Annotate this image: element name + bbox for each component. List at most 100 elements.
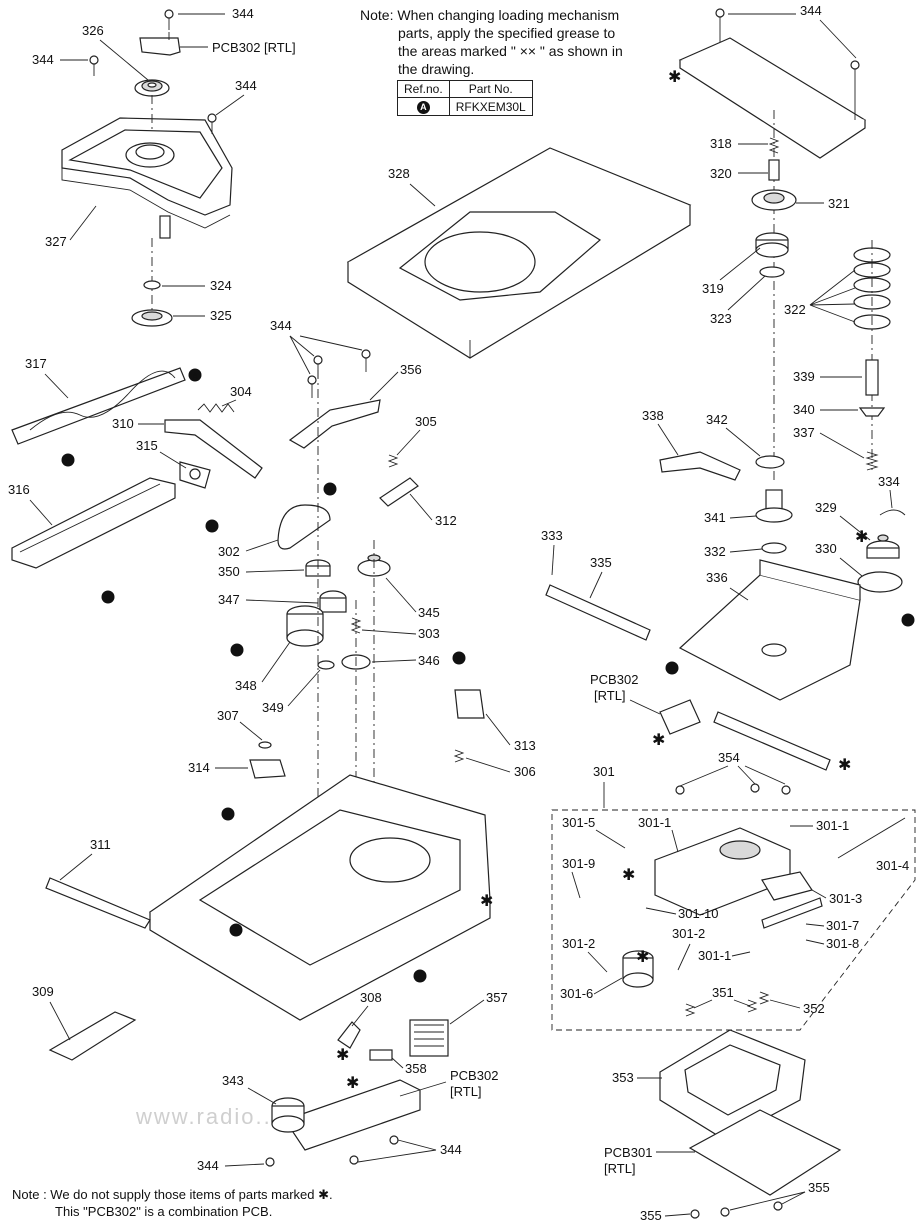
bracket-356-drawing	[288, 349, 381, 449]
asterisk-icon: ✱	[346, 1075, 359, 1092]
lever-310-drawing	[164, 419, 263, 479]
supply-footnote-line-2: This "PCB302" is a combination PCB.	[55, 1204, 273, 1219]
grease-mark-a-icon: A	[665, 661, 679, 675]
label-318: 318	[710, 136, 732, 151]
label-304: 304	[230, 384, 252, 399]
motor-343-drawing	[271, 1097, 305, 1133]
label-pcb301-2: [RTL]	[604, 1161, 636, 1176]
grease-mark-a-icon: A	[452, 651, 466, 665]
gear-347-drawing	[319, 590, 347, 613]
motor-pcb-drawing	[284, 1079, 421, 1151]
grease-table-row: A RFKXEM30L	[397, 97, 533, 116]
rail-301-7-drawing	[761, 897, 823, 929]
gear-329-drawing	[866, 534, 900, 559]
label-333: 333	[541, 528, 563, 543]
spring-304-drawing	[197, 403, 235, 413]
svg-text:A: A	[905, 616, 911, 626]
shaft-341-drawing	[755, 489, 793, 523]
pcb302-top-small-drawing	[139, 37, 181, 56]
label-325: 325	[210, 308, 232, 323]
gear-351-drawing	[684, 999, 758, 1017]
label-332: 332	[704, 544, 726, 559]
grease-mark-a-icon: A	[188, 368, 202, 382]
screw-344-top-left-drawing	[89, 9, 217, 134]
grease-mark-a-icon: A	[61, 453, 75, 467]
plunger-358-drawing	[369, 1049, 393, 1061]
spring-337-drawing	[865, 451, 879, 471]
tray-328-drawing	[346, 147, 692, 359]
spring-306-drawing	[453, 749, 465, 763]
label-301-1-c: 301-1	[698, 948, 731, 963]
grease-mark-a-icon: A	[413, 969, 427, 983]
gear-349-drawing	[317, 660, 335, 670]
label-321: 321	[828, 196, 850, 211]
label-324: 324	[210, 278, 232, 293]
lever-309-drawing	[48, 1011, 137, 1061]
washer-324-drawing	[143, 280, 161, 290]
label-350: 350	[218, 564, 240, 579]
label-314: 314	[188, 760, 210, 775]
label-311: 311	[90, 837, 111, 852]
label-301-9: 301-9	[562, 856, 595, 871]
label-316: 316	[8, 482, 30, 497]
asterisk-icon: ✱	[668, 69, 681, 86]
label-347: 347	[218, 592, 240, 607]
screw-355-drawing	[690, 1201, 783, 1219]
gear-342-drawing	[755, 455, 785, 469]
label-351: 351	[712, 985, 734, 1000]
asterisk-icon: ✱	[838, 757, 851, 774]
label-319: 319	[702, 281, 724, 296]
label-344-a: 344	[232, 6, 254, 21]
label-323: 323	[710, 311, 732, 326]
asterisk-icon: ✱	[480, 893, 493, 910]
label-309: 309	[32, 984, 54, 999]
not-supplied-markers: ✱ ✱ ✱ ✱ ✱ ✱ ✱ ✱ ✱	[336, 69, 868, 1092]
grease-mark-a-icon: A	[230, 643, 244, 657]
label-pcb302-top: PCB302 [RTL]	[212, 40, 296, 55]
watermark: www.radio...	[136, 1104, 280, 1129]
supply-footnote-line-1: Note : We do not supply those items of p…	[12, 1187, 333, 1202]
lever-315-drawing	[179, 461, 211, 489]
part-308-drawing	[337, 1021, 361, 1049]
spring-318-drawing	[768, 137, 780, 154]
label-344-g: 344	[440, 1142, 462, 1157]
label-303: 303	[418, 626, 440, 641]
asterisk-icon: ✱	[855, 529, 868, 546]
grease-table-header-part: Part No.	[448, 80, 533, 98]
label-320: 320	[710, 166, 732, 181]
slider-317-drawing	[11, 367, 186, 445]
svg-text:A: A	[233, 926, 239, 936]
label-328: 328	[388, 166, 410, 181]
label-330: 330	[815, 541, 837, 556]
label-306: 306	[514, 764, 536, 779]
base-336-drawing	[678, 559, 861, 701]
label-313: 313	[514, 738, 536, 753]
washer-332-drawing	[761, 542, 787, 554]
grease-table-cell-part: RFKXEM30L	[448, 97, 533, 116]
spring-clip-334-drawing	[879, 509, 906, 516]
label-344-d: 344	[800, 3, 822, 18]
svg-text:A: A	[417, 972, 423, 982]
label-305: 305	[415, 414, 437, 429]
grease-note: Note: When changing loading mechanism pa…	[360, 6, 680, 78]
part-320-drawing	[768, 159, 780, 181]
svg-text:A: A	[65, 456, 71, 466]
svg-text:A: A	[669, 664, 675, 674]
label-327: 327	[45, 234, 67, 249]
label-301: 301	[593, 764, 615, 779]
frame-353-drawing	[659, 1029, 806, 1141]
pcb301-drawing	[688, 1109, 842, 1196]
label-352: 352	[803, 1001, 825, 1016]
svg-text:A: A	[327, 485, 333, 495]
label-339: 339	[793, 369, 815, 384]
svg-text:A: A	[456, 654, 462, 664]
pulley-319-drawing	[755, 232, 789, 258]
grease-mark-a-icon: A	[229, 923, 243, 937]
grease-note-line-3: the areas marked " ×× " as shown in	[398, 43, 623, 59]
part-340-drawing	[858, 407, 886, 417]
label-308: 308	[360, 990, 382, 1005]
magnet-325-drawing	[131, 309, 173, 327]
shaft-301-4-drawing	[837, 817, 906, 859]
solenoid-357-drawing	[409, 1019, 449, 1057]
